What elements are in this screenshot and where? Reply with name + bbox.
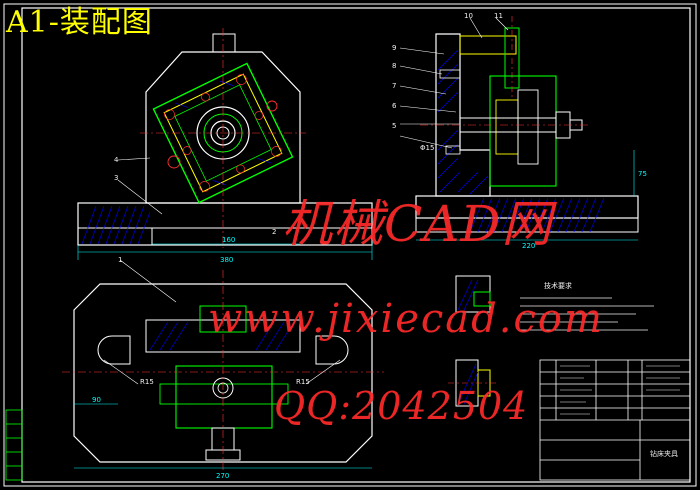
title-block-name: 钻床夹具	[650, 449, 678, 458]
part-number: 2	[272, 228, 276, 236]
watermark-url: www.jixiecad.com	[208, 296, 604, 342]
dim-plan-left: 90	[92, 396, 101, 404]
sheet-border	[3, 3, 697, 487]
watermark-site-name: 机械CAD网	[282, 195, 553, 253]
part-number: 9	[392, 44, 396, 52]
dim-side-width: 220	[522, 242, 535, 250]
part-number: 4	[114, 156, 119, 164]
part-number: 5	[392, 122, 396, 130]
dim-radius-left: R15	[140, 378, 154, 386]
dim-radius-right: R15	[296, 378, 310, 386]
dim-front-width: 380	[220, 256, 233, 264]
dimension-labels: 380 160 220 75 270 90 R15 R15 Φ15	[92, 144, 647, 480]
dim-front-base: 160	[222, 236, 235, 244]
watermark-qq: QQ:2042504	[274, 384, 529, 428]
tech-requirements-heading: 技术要求	[544, 281, 572, 290]
dim-plan-width: 270	[216, 472, 229, 480]
drawing-title: A1-装配图	[6, 5, 153, 40]
part-number: 1	[118, 256, 122, 264]
part-number: 10	[464, 12, 473, 20]
parts-list-text	[560, 365, 680, 415]
side-view	[399, 16, 639, 241]
tech-requirements-lines	[520, 297, 654, 331]
detail-views	[448, 275, 498, 407]
revision-strip	[5, 409, 23, 481]
plan-view	[62, 259, 384, 470]
dim-side-height: 75	[638, 170, 647, 178]
part-number: 11	[494, 12, 503, 20]
part-number-labels: 1 2 3 4 5 6 7 8 9 10 11	[114, 12, 503, 264]
part-number: 6	[392, 102, 397, 110]
part-number: 7	[392, 82, 396, 90]
part-number: 8	[392, 62, 396, 70]
front-view	[77, 28, 373, 260]
parts-list	[539, 359, 691, 481]
part-number: 3	[114, 174, 118, 182]
frame-border	[21, 7, 691, 483]
dim-side-phi: Φ15	[420, 144, 434, 152]
